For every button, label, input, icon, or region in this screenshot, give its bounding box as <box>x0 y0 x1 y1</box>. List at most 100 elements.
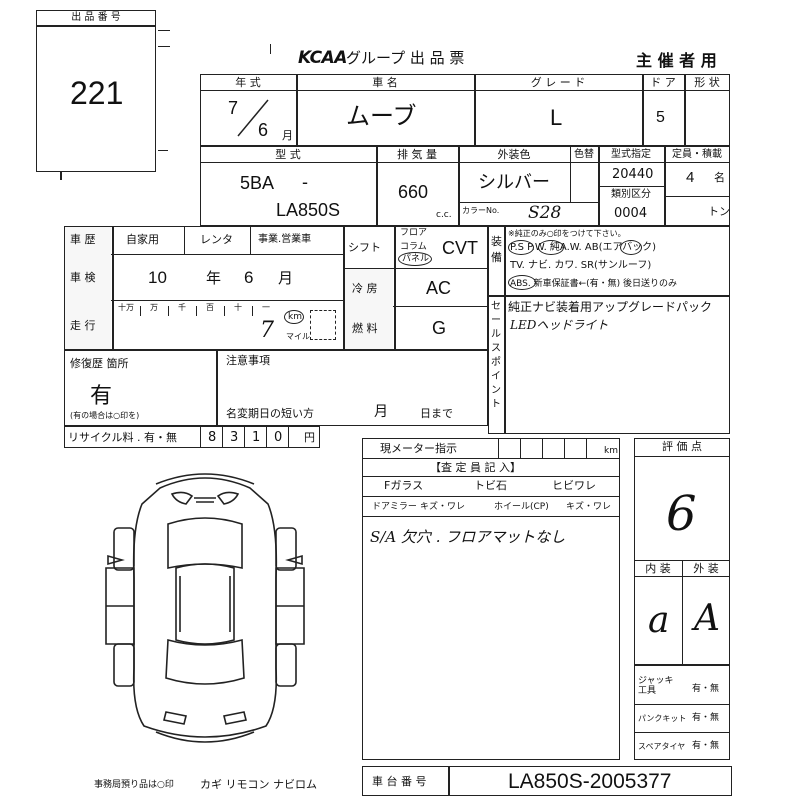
mileage-digit-label: 百 <box>206 303 214 312</box>
doors-label: ド ア <box>650 76 676 89</box>
exterior-grade: A <box>694 598 720 639</box>
repair-note: (有の場合は○印を) <box>70 411 140 420</box>
inspector-crack: ヒビワレ <box>552 479 596 492</box>
equipment-line-1: P.S P.W. 純A.W. AB(エアバック) <box>510 242 656 253</box>
mileage-digit-label: 十 <box>234 303 242 312</box>
doors: 5 <box>656 109 665 126</box>
shift-label: シフト <box>348 241 381 254</box>
model-code: LA850S <box>276 200 341 220</box>
year-era: 7 <box>228 98 239 118</box>
shape-label: 形 状 <box>694 76 720 89</box>
class: 0004 <box>614 206 648 221</box>
year-month-suffix: 月 <box>282 129 293 142</box>
deadline-label: 名変期日の短い方 <box>226 407 314 420</box>
sales-point-label: セールスポイント <box>491 301 501 410</box>
inspection-month-suffix: 月 <box>278 269 294 287</box>
grade: L <box>550 105 563 130</box>
history-business: 事業.営業車 <box>258 234 312 245</box>
spare-tire-yes-no: 有・無 <box>692 741 720 751</box>
ac-value: AC <box>426 278 452 298</box>
office-items: カギ リモコン ナビロム <box>200 778 317 791</box>
mileage-label: 走 行 <box>70 319 96 332</box>
inspection-year-suffix: 年 <box>206 269 222 287</box>
grade-label: グ レ ー ド <box>530 76 586 89</box>
color-no-label: カラーNo. <box>462 206 500 215</box>
inspection-month: 6 <box>244 268 254 287</box>
recycle-label: リサイクル料 . 有・無 <box>68 431 177 444</box>
ext-color-label: 外装色 <box>497 148 531 161</box>
shift-value: CVT <box>442 238 478 258</box>
interior-label: 内 装 <box>645 562 671 575</box>
deadline-day: 日まで <box>420 407 453 420</box>
mileage-digit-label: 一 <box>262 303 270 312</box>
mileage-digit-label: 十万 <box>118 303 134 312</box>
history-private: 自家用 <box>126 233 159 246</box>
equipment-label: 装備 <box>491 235 502 264</box>
year-month: 6 <box>258 120 269 140</box>
inspector-wheel: ホイール(CP) <box>494 502 549 512</box>
form-title: グループ 出 品 票 <box>346 49 465 67</box>
office-note: 事務局預り品は○印 <box>94 780 174 790</box>
inspection-year: 10 <box>148 268 167 287</box>
inspector-wheel-damage: キズ・ワレ <box>566 502 612 512</box>
jack-label: ジャッキ 工具 <box>638 676 674 696</box>
class-label: 類別区分 <box>611 189 651 200</box>
model-dash: - <box>302 172 308 192</box>
inspector-mirror: ドアミラー <box>372 502 417 512</box>
equipment-note: ※純正のみ○印をつけて下さい。 <box>508 229 626 238</box>
puncture-kit-label: パンクキット <box>638 714 687 723</box>
recycle-digit: 1 <box>252 430 261 445</box>
color-change-label: 色替 <box>574 149 594 160</box>
mileage-digit-label: 万 <box>150 303 158 312</box>
type-spec-label: 型式指定 <box>611 149 651 160</box>
recycle-digit: 3 <box>230 430 239 445</box>
fuel-value: G <box>432 318 447 338</box>
inspector-chip: トビ石 <box>474 479 507 492</box>
history-rental: レンタ <box>200 233 233 246</box>
displacement-unit: c.c. <box>436 210 452 220</box>
year-slash <box>237 99 269 137</box>
rating-label: 評 価 点 <box>662 440 702 453</box>
inspector-handwritten: S/A 欠穴 . フロアマットなし <box>370 528 566 546</box>
spare-tire-label: スペアタイヤ <box>638 742 686 751</box>
shift-floor: フロア <box>400 228 428 238</box>
ton-unit: トン <box>708 205 730 218</box>
rating-score: 6 <box>666 486 697 542</box>
inspection-label: 車 検 <box>70 271 96 284</box>
type-spec: 20440 <box>612 167 654 182</box>
repair-label: 修復歴 箇所 <box>70 357 129 370</box>
color-no: S28 <box>528 203 562 223</box>
recycle-digit: 8 <box>208 430 217 445</box>
puncture-kit-yes-no: 有・無 <box>692 713 720 723</box>
model-prefix: 5BA <box>240 173 275 193</box>
ac-label: 冷 房 <box>352 282 378 295</box>
repair-value: 有 <box>90 383 113 408</box>
capacity-label: 定員・積載 <box>672 149 722 160</box>
sales-point-line-1: 純正ナビ装着用アップグレードパック <box>508 300 713 314</box>
capacity: 4 <box>686 169 695 186</box>
chassis-label: 車 台 番 号 <box>372 775 427 788</box>
mileage-handwritten: 7 <box>260 318 274 343</box>
inspector-mirror-damage: キズ・ワレ <box>420 502 466 512</box>
capacity-unit: 名 <box>714 171 725 184</box>
mileage-digit-label: 千 <box>178 303 186 312</box>
equipment-line-2: TV. ナビ. カワ. SR(サンルーフ) <box>510 260 652 271</box>
shift-panel: パネル <box>402 254 430 264</box>
interior-grade: a <box>648 600 670 641</box>
car-name: ムーブ <box>346 103 417 130</box>
recycle-unit: 円 <box>304 431 315 444</box>
inspector-header: 【査 定 員 記 入】 <box>430 461 521 474</box>
exterior-label: 外 装 <box>693 562 719 575</box>
chassis-number: LA850S-2005377 <box>508 770 672 793</box>
lot-number-box <box>36 10 156 172</box>
host-label: 主 催 者 用 <box>636 51 717 70</box>
model-label: 型 式 <box>275 148 301 161</box>
car-name-label: 車 名 <box>372 76 398 89</box>
deadline-month: 月 <box>374 404 388 420</box>
notes-label: 注意事項 <box>226 354 270 367</box>
recycle-digit: 0 <box>274 430 283 445</box>
sales-point-line-2: LEDヘッドライト <box>510 318 609 332</box>
year-label: 年 式 <box>235 76 261 89</box>
mileage-unit-km: km <box>288 312 302 322</box>
lot-number: 221 <box>70 75 124 111</box>
